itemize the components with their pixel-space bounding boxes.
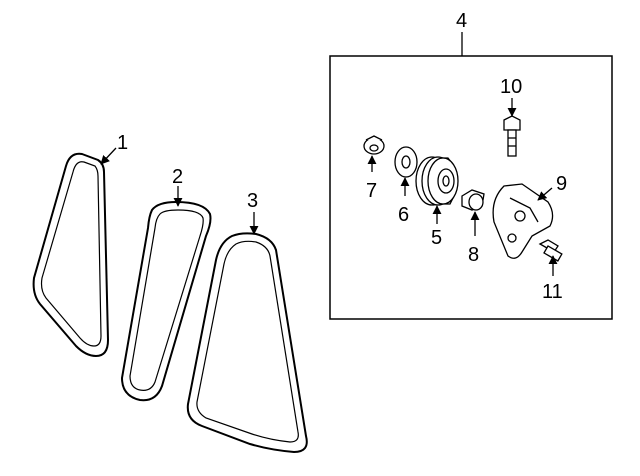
- part-8-spacer: [461, 189, 485, 211]
- part-7-nut: [363, 135, 385, 155]
- callout-1: 1: [117, 132, 128, 154]
- belt-3: [186, 232, 308, 454]
- callout-3: 3: [247, 190, 258, 212]
- callout-6: 6: [398, 204, 409, 226]
- callout-4: 4: [456, 10, 467, 32]
- callout-10: 10: [500, 76, 522, 98]
- part-11-stud: [538, 239, 563, 262]
- callout-11: 11: [542, 281, 563, 303]
- part-10-bolt: [503, 115, 521, 157]
- part-5-pulley: [415, 156, 459, 206]
- leader-9: [537, 187, 553, 201]
- part-6-washer: [394, 146, 418, 178]
- belt-2: [120, 200, 212, 402]
- callout-9: 9: [556, 173, 567, 195]
- leader-1: [100, 147, 117, 165]
- callout-5: 5: [431, 227, 442, 249]
- kit-box: [329, 55, 613, 320]
- callout-2: 2: [172, 166, 183, 188]
- part-9-bracket: [492, 183, 554, 259]
- callout-8: 8: [468, 244, 479, 266]
- belt-1: [32, 152, 110, 358]
- leader-arrows: [100, 98, 558, 276]
- callout-7: 7: [366, 180, 377, 202]
